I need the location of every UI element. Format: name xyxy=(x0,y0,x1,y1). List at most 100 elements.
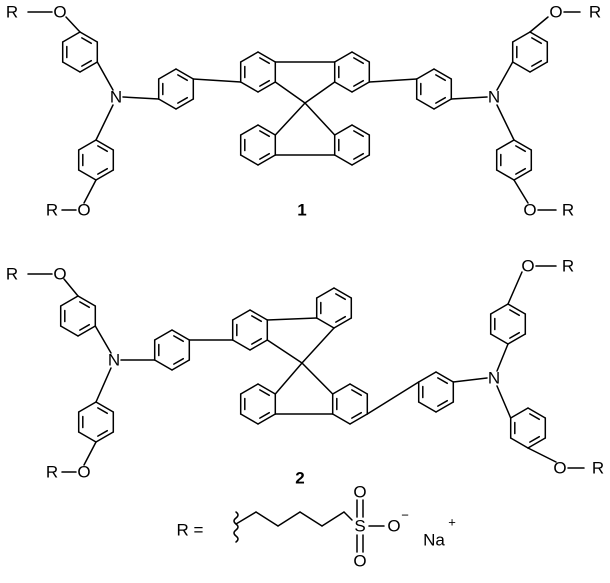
ring-bond xyxy=(509,437,529,449)
ring-bond xyxy=(175,68,195,80)
c-n-bond xyxy=(122,96,160,100)
r-group-label: R xyxy=(6,265,18,284)
five-ring-bond xyxy=(301,362,334,395)
r-group-label: R xyxy=(46,463,58,482)
ring-bond xyxy=(333,51,353,63)
ring-bond xyxy=(433,98,453,110)
wavy-attachment-bond xyxy=(233,511,239,543)
r-group-label: R xyxy=(6,3,18,22)
ring-bond xyxy=(315,317,335,329)
ring-bond xyxy=(511,61,531,73)
alkyl-chain-bond xyxy=(255,511,279,527)
ring-bond xyxy=(333,154,353,166)
ring-bond xyxy=(333,287,353,299)
oxygen-atom: O xyxy=(521,257,534,276)
ring-bond xyxy=(527,407,547,419)
c-n-bond xyxy=(496,385,512,419)
double-bond xyxy=(251,337,263,345)
ring-bond xyxy=(79,31,99,43)
double-bond xyxy=(81,37,93,45)
c-n-bond xyxy=(94,325,112,354)
double-bond xyxy=(353,79,365,87)
double-bond xyxy=(173,357,185,365)
bond-lines xyxy=(27,11,585,553)
ring-bond xyxy=(257,81,277,93)
ring-bond xyxy=(153,329,173,341)
ring-bond xyxy=(333,81,353,93)
ring-bond xyxy=(95,401,115,413)
ring-bond xyxy=(157,68,177,80)
ring-bond xyxy=(59,325,79,337)
ring-bond xyxy=(257,154,277,166)
negative-charge: − xyxy=(401,508,409,523)
ring-bond xyxy=(77,139,97,151)
ring-bond xyxy=(175,98,195,110)
nitrogen-atom: N xyxy=(488,369,500,388)
ring-bond xyxy=(489,333,509,345)
ring-bond xyxy=(415,98,435,110)
ring-bond xyxy=(77,325,97,337)
double-bond xyxy=(79,301,91,309)
double-bond xyxy=(435,74,447,82)
five-ring-bond xyxy=(266,339,303,364)
ring-bond xyxy=(257,51,277,63)
ring-bond xyxy=(417,401,437,413)
ring-bond xyxy=(509,407,529,419)
ring-bond xyxy=(157,98,177,110)
alkyl-chain-bond xyxy=(235,511,257,525)
double-bond xyxy=(97,407,109,415)
double-bond xyxy=(353,57,365,65)
compound-number-label: 1 xyxy=(297,201,306,220)
ring-bond xyxy=(529,61,549,73)
double-bond xyxy=(435,96,447,104)
oxygen-atom: O xyxy=(523,201,536,220)
alkyl-chain-bond xyxy=(321,511,345,527)
oxygen-atom: O xyxy=(77,463,90,482)
ring-bond xyxy=(95,431,115,443)
double-bond xyxy=(177,74,189,82)
c-o-bond xyxy=(63,278,79,297)
double-bond xyxy=(251,315,263,323)
double-bond xyxy=(97,429,109,437)
alkyl-chain-bond xyxy=(299,511,323,527)
double-bond xyxy=(259,79,271,87)
c-n-bond xyxy=(96,61,114,91)
oxygen-atom: O xyxy=(553,459,566,478)
double-bond xyxy=(97,167,109,175)
ring-bond xyxy=(529,31,549,43)
compound-number-label: 2 xyxy=(295,469,304,488)
ring-bond xyxy=(61,31,81,43)
ring-bond xyxy=(231,339,251,351)
double-bond xyxy=(515,167,527,175)
double-bond xyxy=(351,411,363,419)
double-bond xyxy=(531,37,543,45)
ring-bond xyxy=(239,413,259,425)
double-bond xyxy=(515,145,527,153)
five-ring-bond xyxy=(274,102,306,136)
double-bond xyxy=(509,309,521,317)
double-bond xyxy=(351,389,363,397)
ring-bond xyxy=(351,81,371,93)
nitrogen-atom: N xyxy=(110,88,122,107)
five-ring-bond xyxy=(274,81,306,104)
ring-bond xyxy=(333,124,353,136)
ring-bond xyxy=(239,124,259,136)
double-bond xyxy=(529,413,541,421)
double-bond xyxy=(531,59,543,67)
ring-bond xyxy=(415,68,435,80)
ring-bond xyxy=(507,303,527,315)
ring-bond xyxy=(95,139,115,151)
ring-bond xyxy=(333,317,353,329)
oxygen-atom: O xyxy=(387,517,400,536)
double-bond xyxy=(509,331,521,339)
r-group-label: R xyxy=(562,201,574,220)
ring-bond xyxy=(171,329,191,341)
ring-bond xyxy=(61,61,81,73)
ring-bond xyxy=(257,413,277,425)
oxygen-atom: O xyxy=(353,552,366,571)
r-group-label: R xyxy=(562,257,574,276)
ring-bond xyxy=(351,51,371,63)
five-ring-bond xyxy=(304,81,336,104)
ring-bond xyxy=(79,61,99,73)
